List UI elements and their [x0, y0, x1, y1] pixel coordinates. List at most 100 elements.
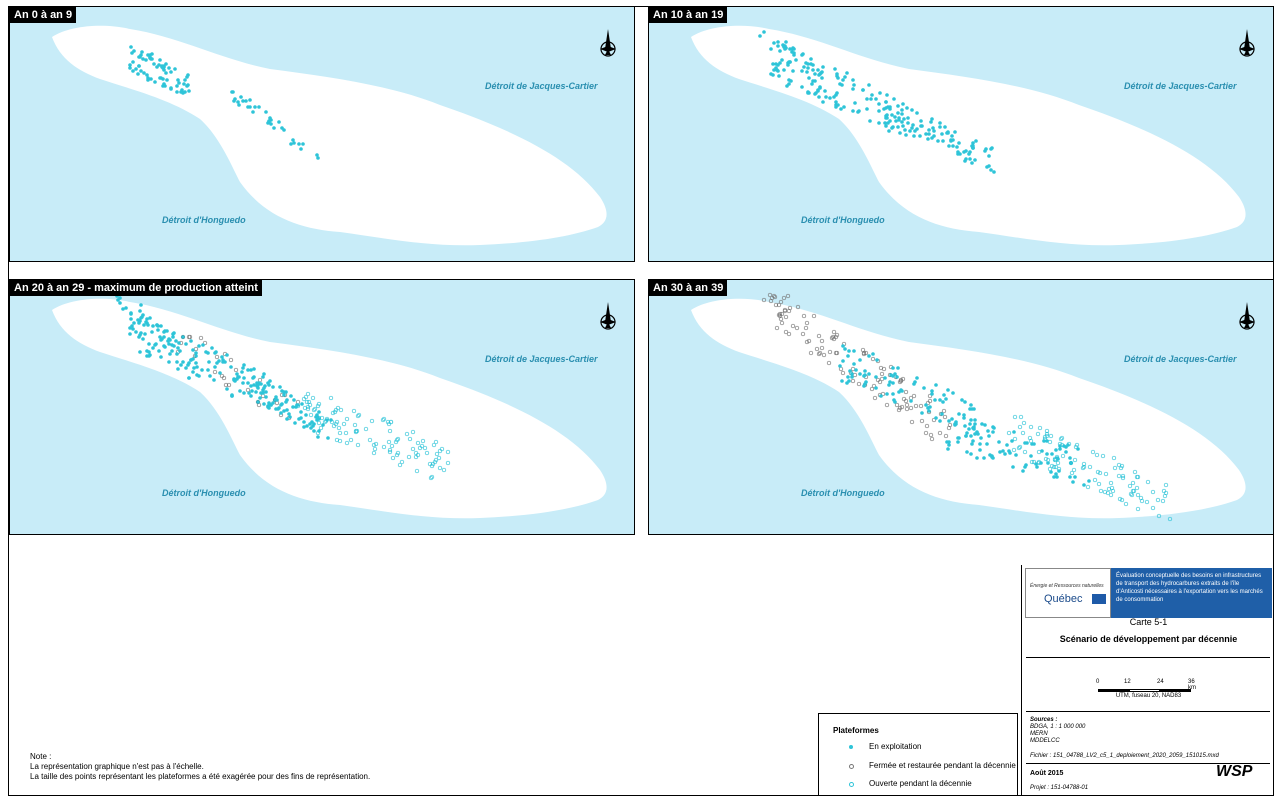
- exploitation-platform: [762, 30, 766, 34]
- exploitation-platform: [184, 342, 188, 346]
- exploitation-platform: [250, 389, 254, 393]
- exploitation-platform: [302, 425, 306, 429]
- exploitation-platform: [776, 44, 780, 48]
- exploitation-platform: [858, 358, 862, 362]
- exploitation-platform: [930, 392, 934, 396]
- exploitation-platform: [927, 409, 931, 413]
- exploitation-platform: [929, 120, 933, 124]
- exploitation-platform: [868, 119, 872, 123]
- fermee-platform: [186, 334, 192, 340]
- ouverte-platform: [380, 417, 386, 423]
- note-line: La taille des points représentant les pl…: [30, 772, 371, 781]
- divider: [1026, 711, 1270, 712]
- ouverte-platform: [1044, 431, 1050, 437]
- exploitation-platform: [241, 381, 245, 385]
- fermee-platform: [927, 398, 933, 404]
- exploitation-platform: [901, 102, 905, 106]
- fermee-platform: [894, 402, 900, 408]
- exploitation-platform: [836, 103, 840, 107]
- north-arrow-icon: [1239, 302, 1255, 330]
- exploitation-platform: [207, 360, 211, 364]
- ouverte-platform: [1012, 414, 1018, 420]
- exploitation-platform: [163, 329, 167, 333]
- ouverte-platform: [351, 408, 357, 414]
- exploitation-platform: [857, 109, 861, 113]
- fermee-platform: [795, 304, 801, 310]
- exploitation-platform: [175, 352, 179, 356]
- exploitation-platform: [241, 99, 245, 103]
- note-line: La représentation graphique n'est pas à …: [30, 762, 204, 771]
- exploitation-platform: [242, 363, 246, 367]
- ouverte-platform: [1069, 470, 1075, 476]
- exploitation-platform: [820, 76, 824, 80]
- exploitation-platform: [972, 425, 976, 429]
- file-name: Fichier : 151_04788_LV2_c5_1_deploiement…: [1030, 753, 1219, 759]
- exploitation-platform: [1082, 483, 1086, 487]
- exploitation-platform: [950, 134, 954, 138]
- exploitation-platform: [252, 367, 256, 371]
- fermee-platform: [937, 430, 943, 436]
- north-arrow-icon: [600, 302, 616, 330]
- sources-heading: Sources :: [1030, 717, 1058, 723]
- exploitation-platform: [280, 126, 284, 130]
- exploitation-platform: [1050, 452, 1054, 456]
- exploitation-platform: [843, 347, 847, 351]
- fermee-platform: [913, 403, 919, 409]
- exploitation-platform: [310, 420, 314, 424]
- ouverte-platform: [381, 444, 387, 450]
- exploitation-platform: [1030, 442, 1034, 446]
- exploitation-platform: [311, 424, 315, 428]
- exploitation-platform: [147, 342, 151, 346]
- exploitation-platform: [239, 95, 243, 99]
- ouverte-platform: [1049, 463, 1055, 469]
- exploitation-platform: [242, 376, 246, 380]
- divider: [1026, 763, 1270, 764]
- exploitation-platform: [987, 154, 991, 158]
- exploitation-platform: [838, 364, 842, 368]
- exploitation-platform: [186, 83, 190, 87]
- exploitation-platform: [210, 346, 214, 350]
- fermee-platform: [897, 405, 903, 411]
- exploitation-platform: [131, 60, 135, 64]
- exploitation-platform: [246, 368, 250, 372]
- exploitation-platform: [877, 109, 881, 113]
- exploitation-platform: [968, 407, 972, 411]
- fermee-platform: [817, 350, 823, 356]
- ouverte-platform: [1135, 474, 1141, 480]
- exploitation-platform: [841, 78, 845, 82]
- exploitation-platform: [963, 400, 967, 404]
- exploitation-platform: [236, 100, 240, 104]
- exploitation-platform: [1039, 461, 1043, 465]
- exploitation-platform: [975, 456, 979, 460]
- fermee-platform: [918, 403, 924, 409]
- exploitation-platform: [1001, 449, 1005, 453]
- exploitation-platform: [128, 63, 132, 67]
- exploitation-platform: [854, 368, 858, 372]
- exploitation-platform: [1034, 462, 1038, 466]
- exploitation-platform: [212, 378, 216, 382]
- exploitation-platform: [292, 398, 296, 402]
- exploitation-platform: [262, 402, 266, 406]
- fermee-platform: [226, 382, 232, 388]
- ouverte-platform: [336, 425, 342, 431]
- ouverte-platform: [397, 462, 403, 468]
- exploitation-platform: [141, 57, 145, 61]
- exploitation-platform: [879, 394, 883, 398]
- exploitation-platform: [806, 62, 810, 66]
- exploitation-platform: [878, 91, 882, 95]
- ouverte-platform: [381, 416, 387, 422]
- ouverte-platform: [441, 467, 447, 473]
- exploitation-platform: [897, 118, 901, 122]
- exploitation-platform: [858, 372, 862, 376]
- ouverte-platform: [1044, 433, 1050, 439]
- exploitation-platform: [930, 117, 934, 121]
- ouverte-platform: [1163, 482, 1169, 488]
- ouverte-platform: [371, 442, 377, 448]
- fermee-platform: [773, 302, 779, 308]
- scale-bar: 0 12 24 36 km: [1096, 679, 1196, 699]
- ouverte-platform: [1051, 464, 1057, 470]
- fermee-platform: [816, 333, 822, 339]
- exploitation-platform: [142, 71, 146, 75]
- exploitation-platform: [835, 91, 839, 95]
- exploitation-platform: [955, 145, 959, 149]
